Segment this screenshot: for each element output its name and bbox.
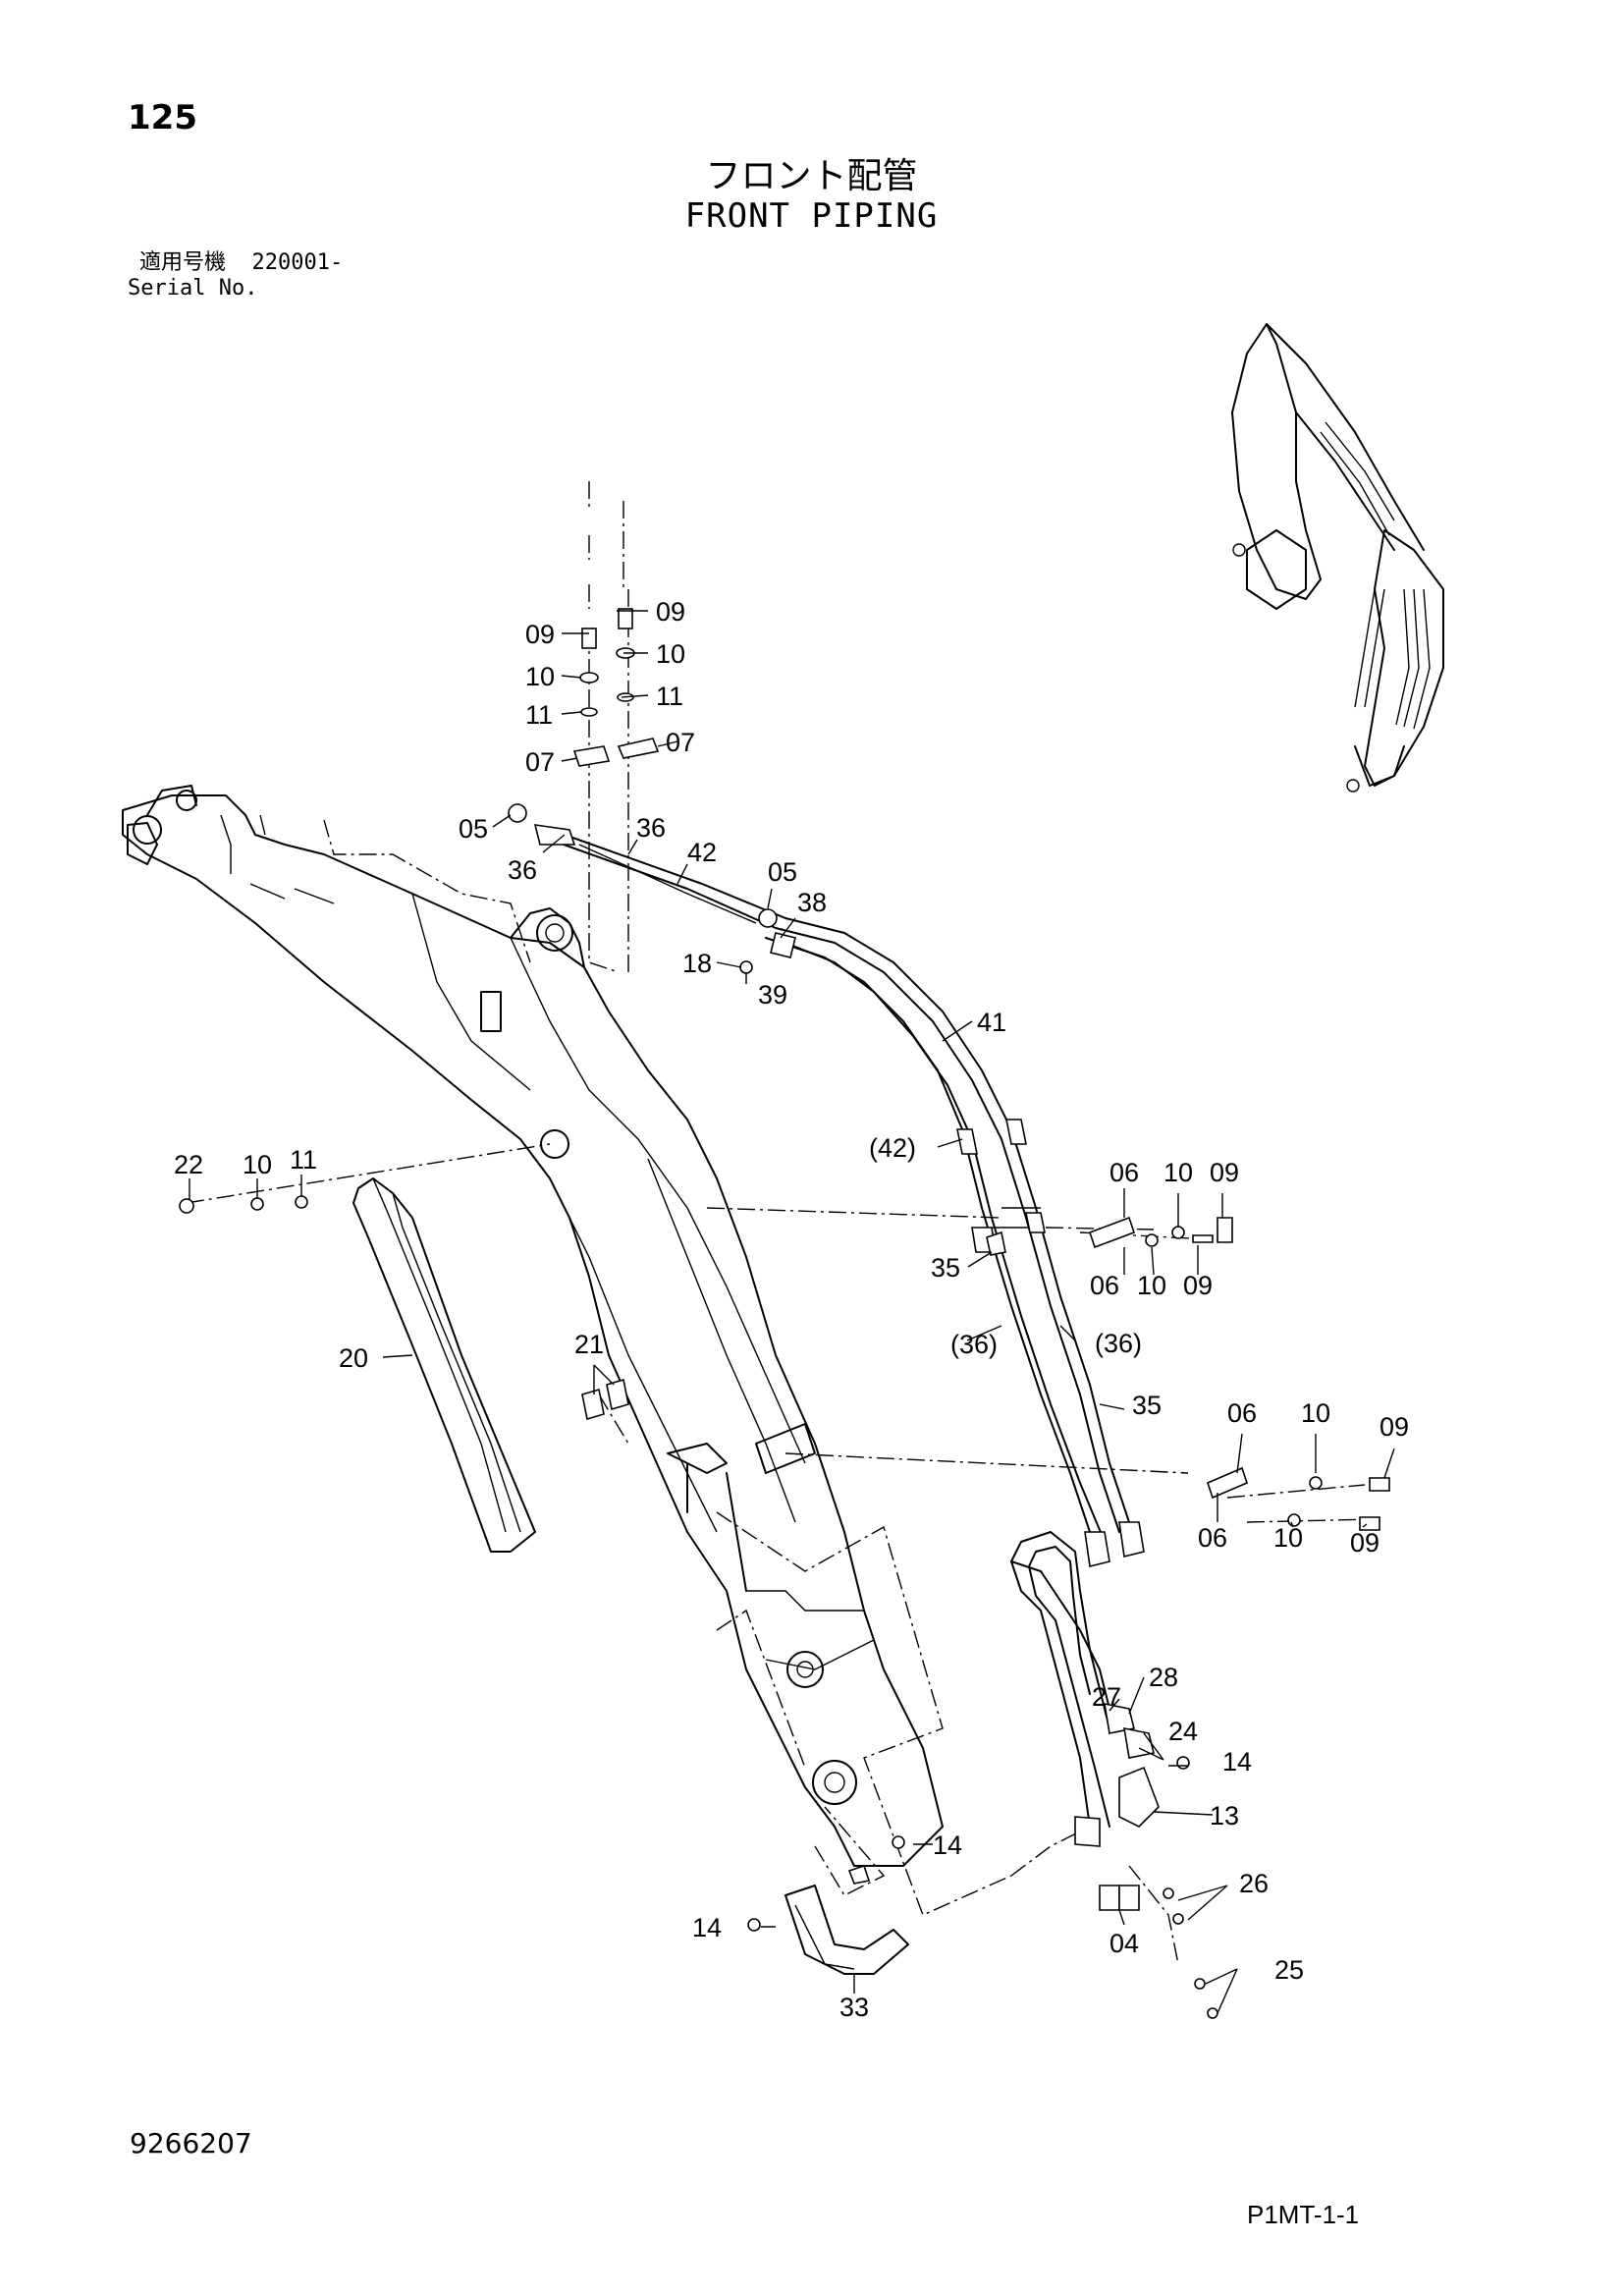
- callout-05: 05: [768, 857, 797, 887]
- page-title: FRONT PIPING: [684, 196, 939, 236]
- callout-14: 14: [1222, 1747, 1252, 1777]
- callout-42: 42: [687, 838, 717, 867]
- callout-14: 14: [692, 1913, 722, 1942]
- serial-label-japanese: 適用号機: [139, 250, 227, 275]
- serial-value: 220001-: [251, 250, 344, 275]
- callout-11: 11: [656, 682, 683, 711]
- callout-04: 04: [1109, 1929, 1139, 1958]
- callout-06: 06: [1109, 1158, 1139, 1187]
- callout-36: 36: [508, 855, 537, 885]
- callout-24: 24: [1168, 1717, 1198, 1746]
- page-title-japanese: フロント配管: [705, 156, 918, 196]
- callout-06: 06: [1227, 1398, 1257, 1428]
- callout-09: 09: [1380, 1412, 1409, 1442]
- callout-42-ref: (42): [869, 1133, 916, 1163]
- callout-10: 10: [1273, 1523, 1303, 1553]
- callout-11: 11: [525, 700, 553, 730]
- callout-36: 36: [636, 813, 666, 843]
- callout-10: 10: [243, 1150, 272, 1179]
- callout-06: 06: [1090, 1271, 1119, 1300]
- callout-14: 14: [933, 1831, 962, 1860]
- callout-09: 09: [1210, 1158, 1239, 1187]
- callout-25: 25: [1274, 1955, 1304, 1985]
- hose-lines: [533, 824, 1155, 1911]
- boom-arm: [122, 785, 944, 1867]
- callout-26: 26: [1239, 1869, 1269, 1898]
- callout-07: 07: [666, 728, 695, 757]
- callout-18: 18: [682, 949, 712, 978]
- callout-38: 38: [797, 888, 827, 917]
- callout-41: 41: [977, 1008, 1006, 1037]
- overview-inset-drawing: [1231, 323, 1444, 793]
- callout-09: 09: [1183, 1271, 1213, 1300]
- assembly-guide-lines: [186, 481, 1376, 1965]
- callout-10: 10: [1137, 1271, 1166, 1300]
- clamps-and-fasteners: [179, 608, 1390, 2019]
- callout-10: 10: [656, 639, 685, 669]
- callout-07: 07: [525, 747, 555, 777]
- document-number: 9266207: [130, 2127, 252, 2159]
- callout-09: 09: [1350, 1528, 1380, 1558]
- callout-labels: 09 09 10 10 11 11 07 07 05 36 36 42 05 3…: [174, 597, 1409, 2022]
- callout-05: 05: [459, 814, 488, 844]
- callout-09: 09: [656, 597, 685, 627]
- callout-10: 10: [525, 662, 555, 691]
- callout-10: 10: [1163, 1158, 1193, 1187]
- figure-code: P1MT-1-1: [1247, 2200, 1360, 2229]
- callout-22: 22: [174, 1150, 203, 1179]
- page-number: 125: [128, 98, 197, 137]
- callout-13: 13: [1210, 1801, 1239, 1831]
- callout-36-ref: (36): [950, 1330, 998, 1359]
- callout-20: 20: [339, 1343, 368, 1373]
- callout-35: 35: [1132, 1391, 1162, 1420]
- callout-06: 06: [1198, 1523, 1227, 1553]
- callout-28: 28: [1149, 1663, 1178, 1692]
- callout-35: 35: [931, 1253, 960, 1283]
- callout-27: 27: [1092, 1682, 1121, 1712]
- callout-11: 11: [290, 1145, 317, 1175]
- leader-lines: [189, 610, 1395, 2014]
- callout-33: 33: [839, 1993, 869, 2022]
- serial-label: Serial No.: [128, 276, 258, 301]
- callout-36-ref: (36): [1095, 1329, 1142, 1358]
- callout-39: 39: [758, 980, 787, 1010]
- callout-10: 10: [1301, 1398, 1330, 1428]
- callout-09: 09: [525, 620, 555, 649]
- serial-info: 適用号機 220001- Serial No.: [128, 250, 343, 301]
- callout-21: 21: [574, 1330, 604, 1359]
